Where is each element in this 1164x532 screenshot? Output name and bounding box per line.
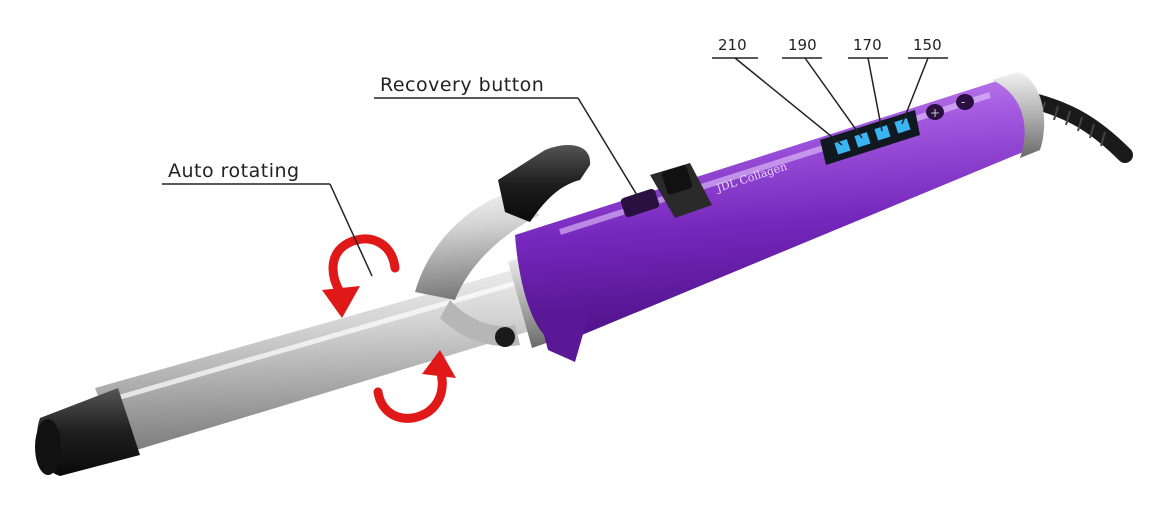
handle <box>515 79 1041 343</box>
power-switch-knob[interactable] <box>661 165 693 196</box>
temp-label-170: 170 <box>853 36 882 54</box>
barrel-highlight <box>109 279 521 403</box>
handle-bottom-fin <box>540 310 590 362</box>
auto-rotating-leader <box>329 183 373 277</box>
temp-led-150 <box>894 118 911 134</box>
rotation-arrow-lower-head <box>422 350 456 378</box>
temp-label-210: 210 <box>718 36 747 54</box>
plus-icon: + <box>930 106 940 120</box>
plus-button[interactable] <box>926 104 944 120</box>
barrel <box>95 268 540 455</box>
barrel-tip <box>36 388 140 476</box>
recovery-button-label: Recovery button <box>380 74 544 96</box>
temp-leader-190 <box>804 57 863 139</box>
end-cap <box>992 72 1045 158</box>
temp-label-150: 150 <box>913 36 942 54</box>
tip-end <box>35 419 61 475</box>
temp-leader-210 <box>734 57 843 146</box>
minus-button[interactable] <box>956 94 974 110</box>
recovery-button[interactable] <box>620 188 660 218</box>
rotation-arrow-upper <box>328 234 400 297</box>
clamp-pivot <box>495 327 515 347</box>
temp-label-190: 190 <box>788 36 817 54</box>
auto-rotating-label: Auto rotating <box>168 160 300 182</box>
temp-leader-170 <box>867 57 883 132</box>
minus-icon: - <box>961 95 965 109</box>
clamp-lever <box>498 145 591 222</box>
recovery-button-leader <box>577 97 641 201</box>
temp-leader-150 <box>901 57 929 125</box>
rotation-arrow-lower <box>373 365 447 423</box>
rotation-arrow-upper-head <box>322 286 360 318</box>
temp-led-190 <box>854 132 871 148</box>
clamp-arm <box>415 192 540 300</box>
temp-led-170 <box>874 125 891 141</box>
